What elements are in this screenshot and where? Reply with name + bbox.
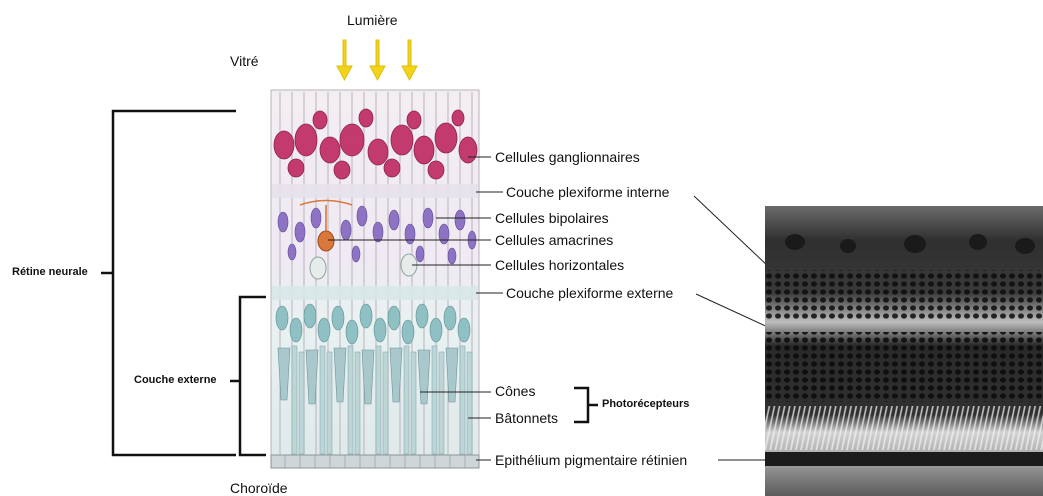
label-ganglion-cells: Cellules ganglionnaires — [495, 150, 640, 164]
photoreceptors-label: Photorécepteurs — [602, 399, 689, 410]
label-bipolar-cells: Cellules bipolaires — [495, 211, 609, 225]
light-label: Lumière — [347, 13, 398, 27]
label-inner-plexiform-layer: Couche plexiforme interne — [506, 185, 669, 199]
vitreous-label: Vitré — [230, 54, 259, 68]
label-cones: Cônes — [495, 384, 535, 398]
outer-layer-label: Couche externe — [134, 375, 217, 386]
label-retinal-pigment-epithelium: Epithélium pigmentaire rétinien — [495, 453, 687, 467]
histology-micrograph — [765, 206, 1043, 496]
label-horizontal-cells: Cellules horizontales — [495, 258, 624, 272]
label-amacrine-cells: Cellules amacrines — [495, 233, 613, 247]
neural-retina-label: Rétine neurale — [12, 267, 88, 278]
retina-column-illustration — [271, 90, 479, 468]
label-rods: Bâtonnets — [495, 411, 558, 425]
choroid-label: Choroïde — [230, 481, 288, 495]
label-outer-plexiform-layer: Couche plexiforme externe — [506, 286, 673, 300]
light-arrow-icon — [337, 40, 417, 80]
